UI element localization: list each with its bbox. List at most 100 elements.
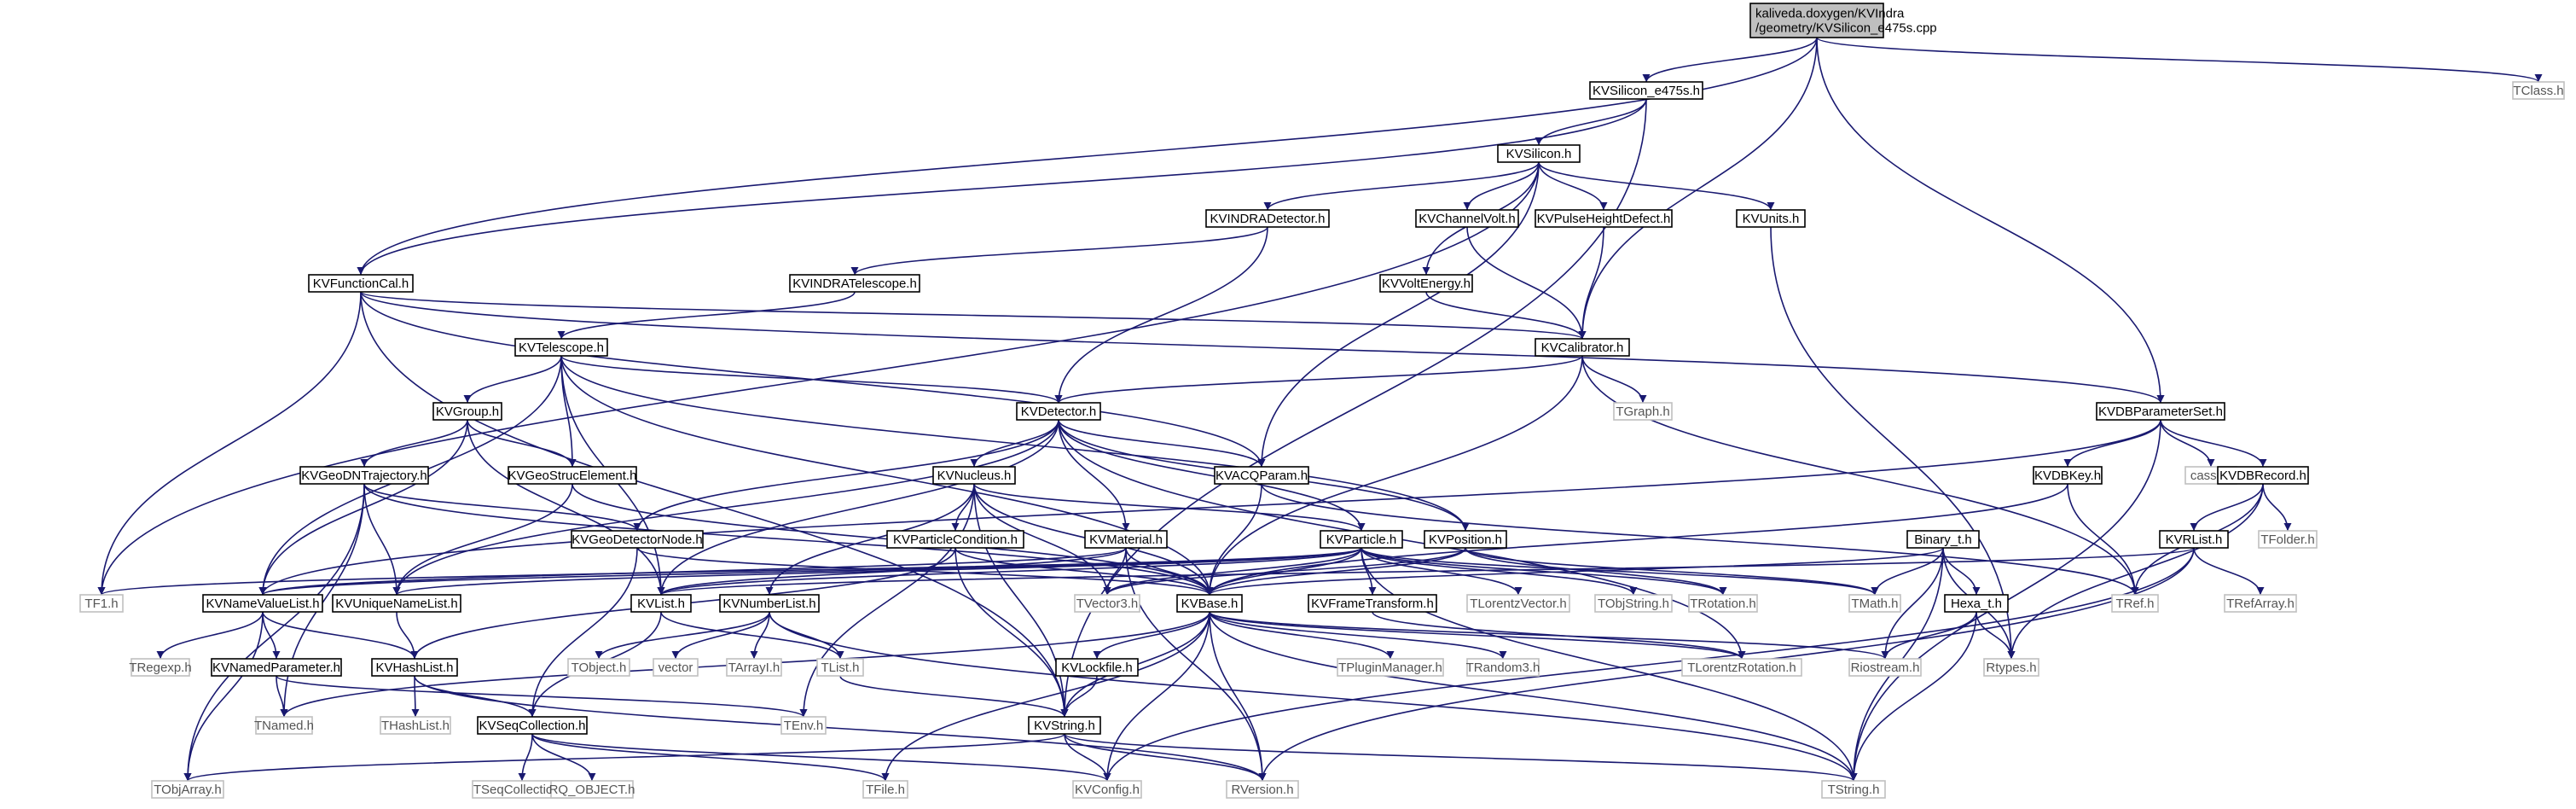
node-binary-t-h[interactable]: Binary_t.h: [1906, 530, 1980, 549]
node-kvgeodetectornode-h[interactable]: KVGeoDetectorNode.h: [571, 530, 704, 549]
node-kvpulseheightdefect-h[interactable]: KVPulseHeightDefect.h: [1535, 209, 1673, 228]
node-kvstring-h[interactable]: KVString.h: [1028, 716, 1101, 735]
node-label: TRef.h: [2115, 597, 2154, 611]
edge-kvsilicon-h-to-tf1-h: [97, 161, 1540, 596]
node-kvmaterial-h[interactable]: KVMaterial.h: [1084, 530, 1168, 549]
edge-kvparticle-h-to-tmath-h: [1361, 547, 1879, 596]
edge-kvnumberlist-h-to-vector: [671, 611, 770, 660]
node-tobjarray-h: TObjArray.h: [151, 780, 224, 799]
node-label: TSeqCollection.h: [473, 783, 571, 797]
node-kvdetector-h[interactable]: KVDetector.h: [1016, 402, 1101, 421]
node-tregexp-h: TRegexp.h: [129, 658, 192, 677]
node-box: [255, 716, 313, 735]
edge-kvnumberlist-h-to-tarrayi-h: [750, 611, 770, 660]
node-box: [567, 658, 630, 677]
node-kvconfig-h: KVConfig.h: [1072, 780, 1142, 799]
node-kvbase-h[interactable]: KVBase.h: [1176, 594, 1243, 613]
node-kvuniquenamelist-h[interactable]: KVUniqueNameList.h: [332, 594, 461, 613]
node-label: KVGeoDNTrajectory.h: [301, 469, 427, 483]
edge-kvdbrecord-h-to-rtypes-h: [2007, 483, 2264, 660]
node-box: [1205, 209, 1330, 228]
node-kvnucleus-h[interactable]: KVNucleus.h: [932, 466, 1016, 485]
node-kvnamevaluelist-h[interactable]: KVNameValueList.h: [202, 594, 323, 613]
node-label: KVBase.h: [1181, 597, 1239, 611]
node-kvparticle-h[interactable]: KVParticle.h: [1320, 530, 1403, 549]
edge-kvacqparam-h-to-tref-h: [1261, 483, 2139, 596]
edge-kvindradetector-h-to-kvindratelescope-h: [850, 226, 1268, 276]
node-label: Hexa_t.h: [1951, 597, 2002, 611]
edge-kvbase-h-to-trandom3-h: [1209, 611, 1507, 660]
node-tlorentzvector-h: TLorentzVector.h: [1466, 594, 1570, 613]
node-kvseqcollection-h[interactable]: KVSeqCollection.h: [477, 716, 588, 735]
node-kvsilicon-h[interactable]: KVSilicon.h: [1497, 144, 1581, 163]
node-tmath-h: TMath.h: [1848, 594, 1901, 613]
node-box: [1176, 594, 1243, 613]
node-label: TMath.h: [1851, 597, 1898, 611]
edge-kvdbparameterset-h-to-kvdbkey-h: [2063, 419, 2161, 468]
node-box: [1415, 209, 1519, 228]
node-label: KVSilicon.h: [1506, 147, 1572, 161]
node-label: KVList.h: [637, 597, 685, 611]
node-kvdbkey-h[interactable]: KVDBKey.h: [2033, 466, 2103, 485]
node-kvtelescope-h[interactable]: KVTelescope.h: [514, 338, 608, 357]
node-label: TObjArray.h: [154, 783, 221, 797]
node-kvcalibrator-h[interactable]: KVCalibrator.h: [1535, 338, 1630, 357]
node-kvvoltenergy-h[interactable]: KVVoltEnergy.h: [1379, 274, 1473, 293]
node-box: [1226, 780, 1299, 799]
node-kvlist-h[interactable]: KVList.h: [630, 594, 692, 613]
edge-kvseqcollection-h-to-tfile-h: [531, 733, 890, 782]
node-kvrlist-h[interactable]: KVRList.h: [2159, 530, 2229, 549]
node-box: [1983, 658, 2039, 677]
node-thashlist-h: THashList.h: [380, 716, 451, 735]
node-root[interactable]: kaliveda.doxygen/KVIndra/geometry/KVSili…: [1749, 3, 1937, 38]
node-label: TNamed.h: [254, 719, 314, 733]
node-label: TPluginManager.h: [1338, 661, 1442, 675]
node-kvlockfile-h[interactable]: KVLockfile.h: [1055, 658, 1139, 677]
node-kvhashlist-h[interactable]: KVHashList.h: [371, 658, 458, 677]
edge-kvnamedparameter-h-to-tnamed-h: [276, 675, 288, 718]
node-kvnumberlist-h[interactable]: KVNumberList.h: [719, 594, 820, 613]
edge-kvtelescope-h-to-kvposition-h: [560, 355, 1470, 532]
node-hexa-t-h[interactable]: Hexa_t.h: [1944, 594, 2009, 613]
node-kvindratelescope-h[interactable]: KVINDRATelescope.h: [789, 274, 920, 293]
node-kvsilicon-e475s-h[interactable]: KVSilicon_e475s.h: [1589, 81, 1703, 100]
node-kvparticlecondition-h[interactable]: KVParticleCondition.h: [886, 530, 1024, 549]
node-kvfunctioncal-h[interactable]: KVFunctionCal.h: [308, 274, 414, 293]
node-kvgeostrucelement-h[interactable]: KVGeoStrucElement.h: [508, 466, 637, 485]
node-kvacqparam-h[interactable]: KVACQParam.h: [1214, 466, 1309, 485]
edge-kvfunctioncal-h-to-kvcalibrator-h: [360, 291, 1587, 340]
node-kvindradetector-h[interactable]: KVINDRADetector.h: [1205, 209, 1330, 228]
node-kvchannelvolt-h[interactable]: KVChannelVolt.h: [1415, 209, 1519, 228]
node-label: KVChannelVolt.h: [1419, 212, 1515, 226]
node-box: [1736, 209, 1806, 228]
edge-kvnucleus-h-to-kvnumberlist-h: [765, 483, 975, 596]
edge-kvdetector-h-to-kvgeodetectornode-h: [633, 419, 1059, 532]
edge-kvdetector-h-to-kvuniquenamelist-h: [392, 419, 1059, 596]
node-kvnamedparameter-h[interactable]: KVNamedParameter.h: [211, 658, 342, 677]
edge-kvmaterial-h-to-rversion-h: [1125, 547, 1267, 782]
edge-kvindratelescope-h-to-kvtelescope-h: [557, 291, 856, 340]
node-box: [886, 530, 1024, 549]
node-label: KVLockfile.h: [1061, 661, 1132, 675]
node-box: [630, 594, 692, 613]
node-label: TGraph.h: [1616, 404, 1669, 419]
node-kvdbparameterset-h[interactable]: KVDBParameterSet.h: [2096, 402, 2225, 421]
node-box: [789, 274, 920, 293]
node-label: KVCalibrator.h: [1541, 340, 1624, 355]
edge-kvposition-h-to-kvbase-h: [1205, 547, 1466, 596]
node-box: [653, 658, 699, 677]
node-kvdbrecord-h[interactable]: KVDBRecord.h: [2217, 466, 2309, 485]
node-kvgroup-h[interactable]: KVGroup.h: [432, 402, 502, 421]
edge-kvsilicon-h-to-kvindradetector-h: [1263, 161, 1540, 211]
node-box: [726, 658, 782, 677]
edge-kvnumberlist-h-to-tlist-h: [769, 611, 844, 660]
node-kvframetransform-h[interactable]: KVFrameTransform.h: [1308, 594, 1437, 613]
node-kvposition-h[interactable]: KVPosition.h: [1424, 530, 1507, 549]
node-kvunits-h[interactable]: KVUnits.h: [1736, 209, 1806, 228]
node-label: TRotation.h: [1690, 597, 1756, 611]
node-box: [1589, 81, 1703, 100]
node-kvgeodntrajectory-h[interactable]: KVGeoDNTrajectory.h: [299, 466, 429, 485]
edge-kvparticle-h-to-tobjstring-h: [1361, 547, 1638, 596]
edge-kvdbparameterset-h-to-kvdbrecord-h: [2160, 419, 2267, 468]
node-box: [2033, 466, 2103, 485]
